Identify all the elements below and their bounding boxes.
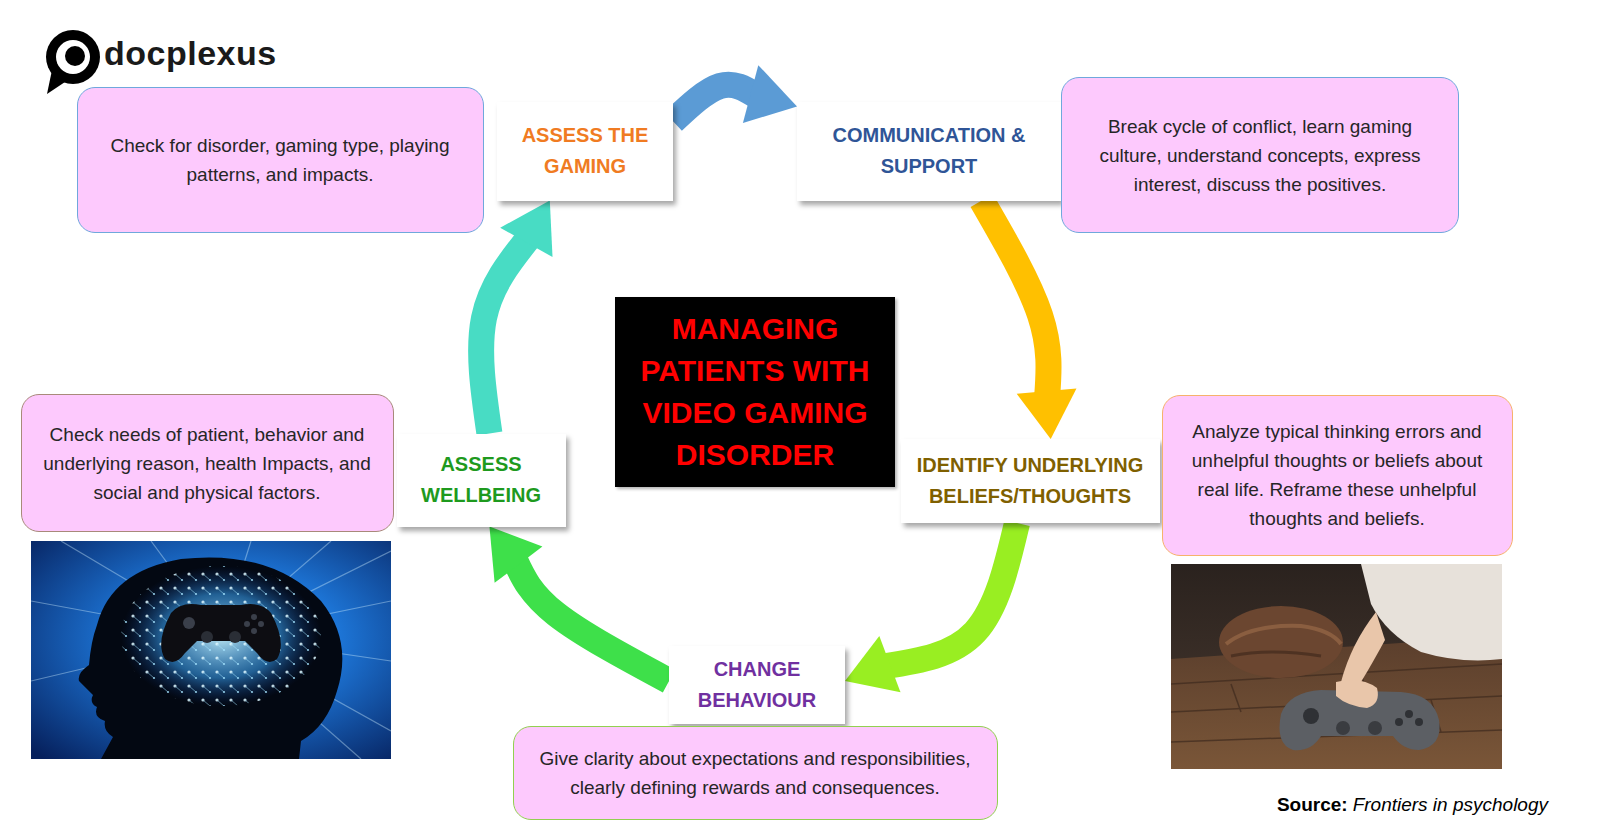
description-box: Give clarity about expectations and resp… (513, 726, 998, 820)
gamer-photo-part-part (1231, 684, 1241, 712)
gamer-photo-part (1219, 606, 1343, 678)
source-line: Source:Frontiers in psychology (1277, 794, 1548, 816)
logo-icon (44, 28, 102, 96)
stage-label: ASSESS WELLBEING (407, 449, 556, 511)
stage-box: CHANGE BEHAVIOUR (669, 646, 845, 724)
source-key: Source: (1277, 794, 1348, 815)
stage-box: ASSESS WELLBEING (397, 434, 566, 527)
gamer-photo-part (1231, 652, 1321, 656)
gamer-photo (1171, 564, 1502, 769)
brain-illustration-part (121, 566, 321, 706)
brain-illustration-part (244, 621, 250, 627)
arrow-shaft (982, 201, 1049, 398)
cycle-arrow (845, 523, 1017, 692)
arrow-shaft (515, 560, 669, 681)
brain-illustration-part (183, 617, 195, 629)
brain-illustration-part (251, 614, 257, 620)
arrow-head (500, 201, 552, 258)
arrow-shaft (481, 237, 529, 433)
description-text: Check for disorder, gaming type, playing… (92, 131, 469, 189)
description-text: Break cycle of conflict, learn gaming cu… (1076, 112, 1444, 199)
brain-illustration-part (201, 631, 213, 643)
brain-illustration-part (79, 557, 343, 759)
stage-label: COMMUNICATION & SUPPORT (807, 120, 1051, 182)
logo-text: docplexus (104, 34, 277, 73)
gamer-photo-part (1226, 626, 1341, 644)
gamer-photo-part (1336, 680, 1378, 708)
gamer-photo-part (1405, 710, 1413, 718)
cycle-arrow (673, 65, 797, 123)
gamer-photo-part (1415, 718, 1423, 726)
description-box: Break cycle of conflict, learn gaming cu… (1061, 77, 1459, 233)
gamer-photo-part (1368, 721, 1382, 735)
brain-illustration-part (161, 604, 281, 662)
brain-illustration-part (251, 628, 257, 634)
gamer-photo-part (1171, 564, 1502, 769)
stage-label: CHANGE BEHAVIOUR (679, 654, 835, 716)
title-text: MANAGING PATIENTS WITH VIDEO GAMING DISO… (621, 308, 889, 476)
title-box: MANAGING PATIENTS WITH VIDEO GAMING DISO… (615, 297, 895, 487)
gamer-photo-part (1361, 564, 1502, 660)
arrow-head (743, 65, 797, 123)
stage-box: ASSESS THE GAMING (497, 102, 673, 201)
arrow-head (845, 636, 901, 692)
logo-icon-part (46, 30, 100, 84)
description-box: Analyze typical thinking errors and unhe… (1162, 395, 1513, 556)
source-name: Frontiers in psychology (1353, 794, 1548, 815)
cycle-arrow (481, 201, 552, 434)
brain-illustration-part (258, 621, 264, 627)
gamer-photo-part-part (1171, 664, 1502, 684)
stage-label: ASSESS THE GAMING (507, 120, 663, 182)
arrow-shaft (673, 85, 756, 122)
stage-box: COMMUNICATION & SUPPORT (797, 102, 1061, 201)
cycle-arrow (489, 527, 669, 682)
description-text: Give clarity about expectations and resp… (528, 744, 983, 802)
brain-illustration-part (121, 566, 321, 706)
brain-illustration-part (229, 631, 241, 643)
description-box: Check for disorder, gaming type, playing… (77, 87, 484, 233)
description-text: Analyze typical thinking errors and unhe… (1177, 417, 1498, 533)
brain-illustration-part (31, 541, 391, 759)
brain-illustration-part (31, 541, 391, 759)
logo-icon-part (56, 40, 90, 74)
description-box: Check needs of patient, behavior and und… (21, 394, 394, 532)
gamer-photo-part (1395, 718, 1403, 726)
arrow-head (489, 527, 542, 583)
gamer-photo-part (1336, 721, 1350, 735)
arrow-head (1017, 389, 1077, 439)
cycle-arrow (982, 201, 1077, 440)
stage-box: IDENTIFY UNDERLYING BELIEFS/THOUGHTS (901, 439, 1160, 523)
logo-icon-part (65, 46, 85, 66)
gamer-photo-part (1303, 708, 1319, 724)
arrow-shaft (884, 523, 1017, 666)
description-text: Check needs of patient, behavior and und… (36, 420, 379, 507)
brain-illustration (31, 541, 391, 759)
stage-label: IDENTIFY UNDERLYING BELIEFS/THOUGHTS (911, 450, 1150, 512)
